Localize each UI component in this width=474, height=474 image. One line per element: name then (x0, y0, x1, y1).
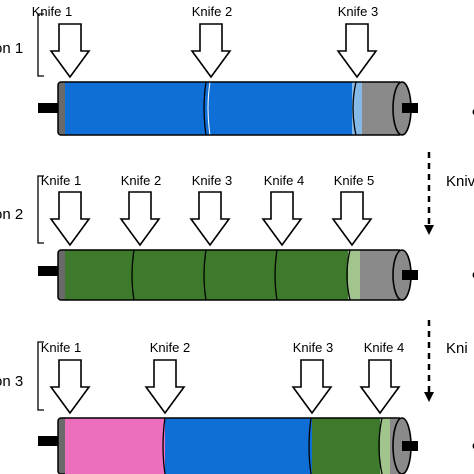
roll-1 (38, 81, 418, 136)
cut-line (131, 249, 135, 301)
knife-3-arrow (189, 191, 231, 247)
transition-1-label: Kniv (446, 173, 474, 190)
knife-label: Knife 1 (41, 173, 81, 188)
position-2-brace (37, 175, 44, 244)
segment-blue (165, 418, 312, 474)
position-2: on 2 Knife 1 Knife 2 Knife 3 Knife 4 Kni… (0, 173, 474, 301)
knife-1-arrow (49, 191, 91, 247)
cut-line (346, 249, 351, 301)
knife-4-arrow (359, 359, 401, 415)
knife-2-arrow (190, 23, 232, 79)
axle-left (38, 436, 60, 446)
knife-4-arrow (261, 191, 303, 247)
transition-1: Kniv (424, 152, 474, 235)
cut-line (352, 81, 357, 136)
knife-label: Knife 3 (338, 4, 378, 19)
knife-label: Knife 4 (264, 173, 304, 188)
knife-label: Knife 2 (192, 4, 232, 19)
transition-2: Kni (424, 320, 468, 402)
axle-left (38, 266, 60, 276)
axle-left (38, 103, 60, 113)
knife-label: Knife 2 (150, 340, 190, 355)
knife-label: Knife 3 (293, 340, 333, 355)
axle-right (402, 441, 418, 451)
knife-label: Knife 3 (192, 173, 232, 188)
knife-label: Knife 2 (121, 173, 161, 188)
cut-line (207, 81, 211, 136)
roll-outline (65, 81, 400, 136)
segment-green (312, 418, 380, 474)
knife-1-arrow (49, 359, 91, 415)
cut-line (162, 417, 166, 474)
knife-3-arrow (336, 23, 378, 79)
position-2-label: on 2 (0, 206, 23, 223)
roll-3 (38, 417, 418, 474)
roll-2 (38, 249, 418, 301)
segment-green (135, 250, 207, 300)
roll-outline (65, 249, 400, 301)
position-3-label: on 3 (0, 373, 23, 390)
cut-line (203, 81, 207, 136)
dashed-arrow-head (424, 225, 434, 235)
transition-2-label: Kni (446, 340, 468, 357)
knife-3-arrow (291, 359, 333, 415)
segment-green (207, 250, 278, 300)
cut-line (274, 249, 278, 301)
position-3-brace (37, 341, 44, 411)
position-1: on 1 Knife 1 Knife 2 Knife 3 (0, 4, 474, 136)
knife-5-arrow (331, 191, 373, 247)
knife-1-arrow (49, 23, 91, 79)
knife-label: Knife 4 (364, 340, 404, 355)
position-1-label: on 1 (0, 40, 23, 57)
segment-green (65, 250, 135, 300)
knife-label: Knife 5 (334, 173, 374, 188)
segment-blue (208, 82, 356, 135)
segment-blue-edge (352, 82, 362, 135)
cut-line (308, 417, 312, 474)
knife-label: Knife 1 (41, 340, 81, 355)
knife-2-arrow (119, 191, 161, 247)
segment-green-edge (380, 418, 390, 474)
knife-label: Knife 1 (32, 4, 72, 19)
knife-2-arrow (144, 359, 186, 415)
dashed-arrow-head (424, 392, 434, 402)
segment-pink (65, 418, 165, 474)
position-3: on 3 Knife 1 Knife 2 Knife 3 Knife 4 (0, 340, 474, 474)
cut-line (378, 417, 383, 474)
cut-line (203, 249, 207, 301)
segment-green-edge (348, 250, 360, 300)
segment-green (278, 250, 348, 300)
axle-right (402, 270, 418, 280)
segment-blue (65, 82, 208, 135)
position-1-brace (37, 13, 44, 77)
